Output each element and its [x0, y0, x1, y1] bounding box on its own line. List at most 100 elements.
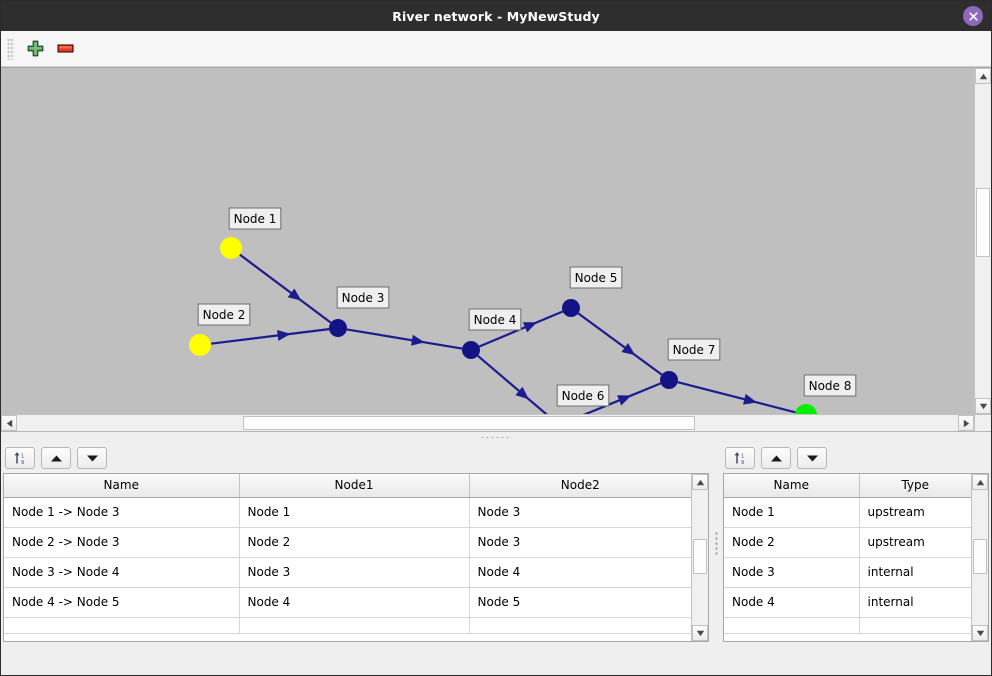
graph-edge-Node2-to-Node3[interactable]	[210, 328, 330, 345]
graph-node-label-box[interactable]	[197, 303, 251, 326]
reaches-cell-empty[interactable]	[239, 617, 470, 634]
graph-node-node5[interactable]	[562, 299, 580, 317]
graph-scroll-right-button[interactable]	[958, 415, 974, 431]
graph-edge-Node3-to-Node4[interactable]	[346, 328, 463, 350]
nodes-cell-name[interactable]: Node 2	[724, 527, 860, 558]
nodes-cell-type[interactable]: internal	[859, 557, 971, 588]
nodes-scroll-down-button[interactable]	[972, 625, 988, 641]
reaches-scroll-up-button[interactable]	[692, 474, 708, 490]
nodes-vertical-scrollbar[interactable]	[971, 474, 988, 641]
graph-edge-Node5-to-Node7[interactable]	[577, 312, 663, 376]
reaches-cell-name[interactable]: Node 1 -> Node 3	[4, 497, 240, 528]
delete-node-button[interactable]	[50, 34, 80, 64]
reaches-cell-node2[interactable]: Node 5	[469, 587, 691, 618]
graph-node-label-box[interactable]	[556, 384, 610, 407]
graph-node-node1[interactable]	[220, 237, 242, 259]
close-x-icon	[968, 11, 978, 21]
reaches-cell-name[interactable]: Node 2 -> Node 3	[4, 527, 240, 558]
graph-scroll-up-button[interactable]	[975, 68, 991, 84]
reaches-cell-empty[interactable]	[469, 617, 691, 634]
nodes-cell-name[interactable]: Node 1	[724, 497, 860, 528]
reaches-column-header-name[interactable]: Name	[4, 474, 240, 498]
nodes-column-header-type[interactable]: Type	[859, 474, 971, 498]
reaches-move-up-button[interactable]	[41, 447, 71, 469]
reaches-vscroll-thumb[interactable]	[693, 538, 707, 574]
graph-edge-Node4-to-Node6[interactable]	[477, 355, 552, 414]
reaches-column-header-node2[interactable]: Node2	[469, 474, 691, 498]
graph-node-node2[interactable]	[189, 334, 211, 356]
reaches-cell-empty[interactable]	[4, 617, 240, 634]
triangle-down-icon	[976, 630, 984, 636]
triangle-down-icon	[979, 403, 987, 409]
graph-hscroll-thumb[interactable]	[242, 416, 695, 430]
nodes-cell-type[interactable]: internal	[859, 587, 971, 618]
graph-node-label-box[interactable]	[468, 308, 522, 331]
graph-edge-Node1-to-Node3[interactable]	[239, 253, 332, 324]
graph-edge-Node6-to-Node7[interactable]	[567, 382, 662, 414]
graph-hscroll-track[interactable]	[17, 415, 958, 431]
horizontal-splitter[interactable]	[1, 431, 991, 443]
graph-horizontal-scrollbar[interactable]	[1, 414, 974, 431]
reaches-cell-name[interactable]: Node 4 -> Node 5	[4, 587, 240, 618]
reaches-column-header-node1[interactable]: Node1	[239, 474, 470, 498]
graph-vscroll-thumb[interactable]	[976, 187, 990, 257]
add-node-button[interactable]	[20, 34, 50, 64]
nodes-move-down-button[interactable]	[797, 447, 827, 469]
graph-scroll-left-button[interactable]	[1, 415, 17, 431]
reaches-sort-button[interactable]: 1 9	[5, 447, 35, 469]
graph-node-label-box[interactable]	[667, 338, 721, 361]
graph-node-node3[interactable]	[329, 319, 347, 337]
nodes-move-up-button[interactable]	[761, 447, 791, 469]
graph-node-node7[interactable]	[660, 371, 678, 389]
reaches-cell-name[interactable]: Node 3 -> Node 4	[4, 557, 240, 588]
graph-edge-Node7-to-Node8[interactable]	[677, 381, 796, 414]
nodes-cell-empty[interactable]	[724, 617, 860, 634]
graph-vertical-scrollbar[interactable]	[974, 67, 991, 414]
nodes-cell-type[interactable]: upstream	[859, 497, 971, 528]
reaches-vscroll-track[interactable]	[692, 490, 708, 625]
reaches-scroll-down-button[interactable]	[692, 625, 708, 641]
reaches-cell-node1[interactable]: Node 1	[239, 497, 470, 528]
graph-node-node8[interactable]	[795, 404, 817, 414]
graph-node-node4[interactable]	[462, 341, 480, 359]
reaches-table-row[interactable]	[4, 617, 691, 634]
graph-node-label-box[interactable]	[569, 266, 623, 289]
nodes-vscroll-thumb[interactable]	[973, 538, 987, 574]
nodes-cell-name[interactable]: Node 3	[724, 557, 860, 588]
reaches-cell-node2[interactable]: Node 3	[469, 527, 691, 558]
nodes-scroll-up-button[interactable]	[972, 474, 988, 490]
nodes-cell-empty[interactable]	[859, 617, 971, 634]
graph-scroll-down-button[interactable]	[975, 398, 991, 414]
reaches-cell-node2[interactable]: Node 3	[469, 497, 691, 528]
nodes-cell-type[interactable]: upstream	[859, 527, 971, 558]
reaches-cell-node1[interactable]: Node 2	[239, 527, 470, 558]
vertical-splitter[interactable]	[711, 443, 721, 645]
toolbar-drag-handle[interactable]	[7, 37, 14, 60]
graph-node-label-box[interactable]	[228, 207, 282, 230]
reaches-cell-node1[interactable]: Node 4	[239, 587, 470, 618]
nodes-sort-button[interactable]: 1 9	[725, 447, 755, 469]
graph-node-label-box[interactable]	[336, 286, 390, 309]
nodes-table-row[interactable]	[724, 617, 971, 634]
reaches-vertical-scrollbar[interactable]	[691, 474, 708, 641]
nodes-column-header-name[interactable]: Name	[724, 474, 860, 498]
reaches-cell-node1[interactable]: Node 3	[239, 557, 470, 588]
graph-node-label-box[interactable]	[803, 374, 857, 397]
reaches-move-down-button[interactable]	[77, 447, 107, 469]
nodes-vscroll-track[interactable]	[972, 490, 988, 625]
graph-vscroll-track[interactable]	[975, 84, 991, 398]
close-window-button[interactable]	[963, 6, 983, 26]
nodes-cell-name[interactable]: Node 4	[724, 587, 860, 618]
reaches-cell-node2[interactable]: Node 4	[469, 557, 691, 588]
